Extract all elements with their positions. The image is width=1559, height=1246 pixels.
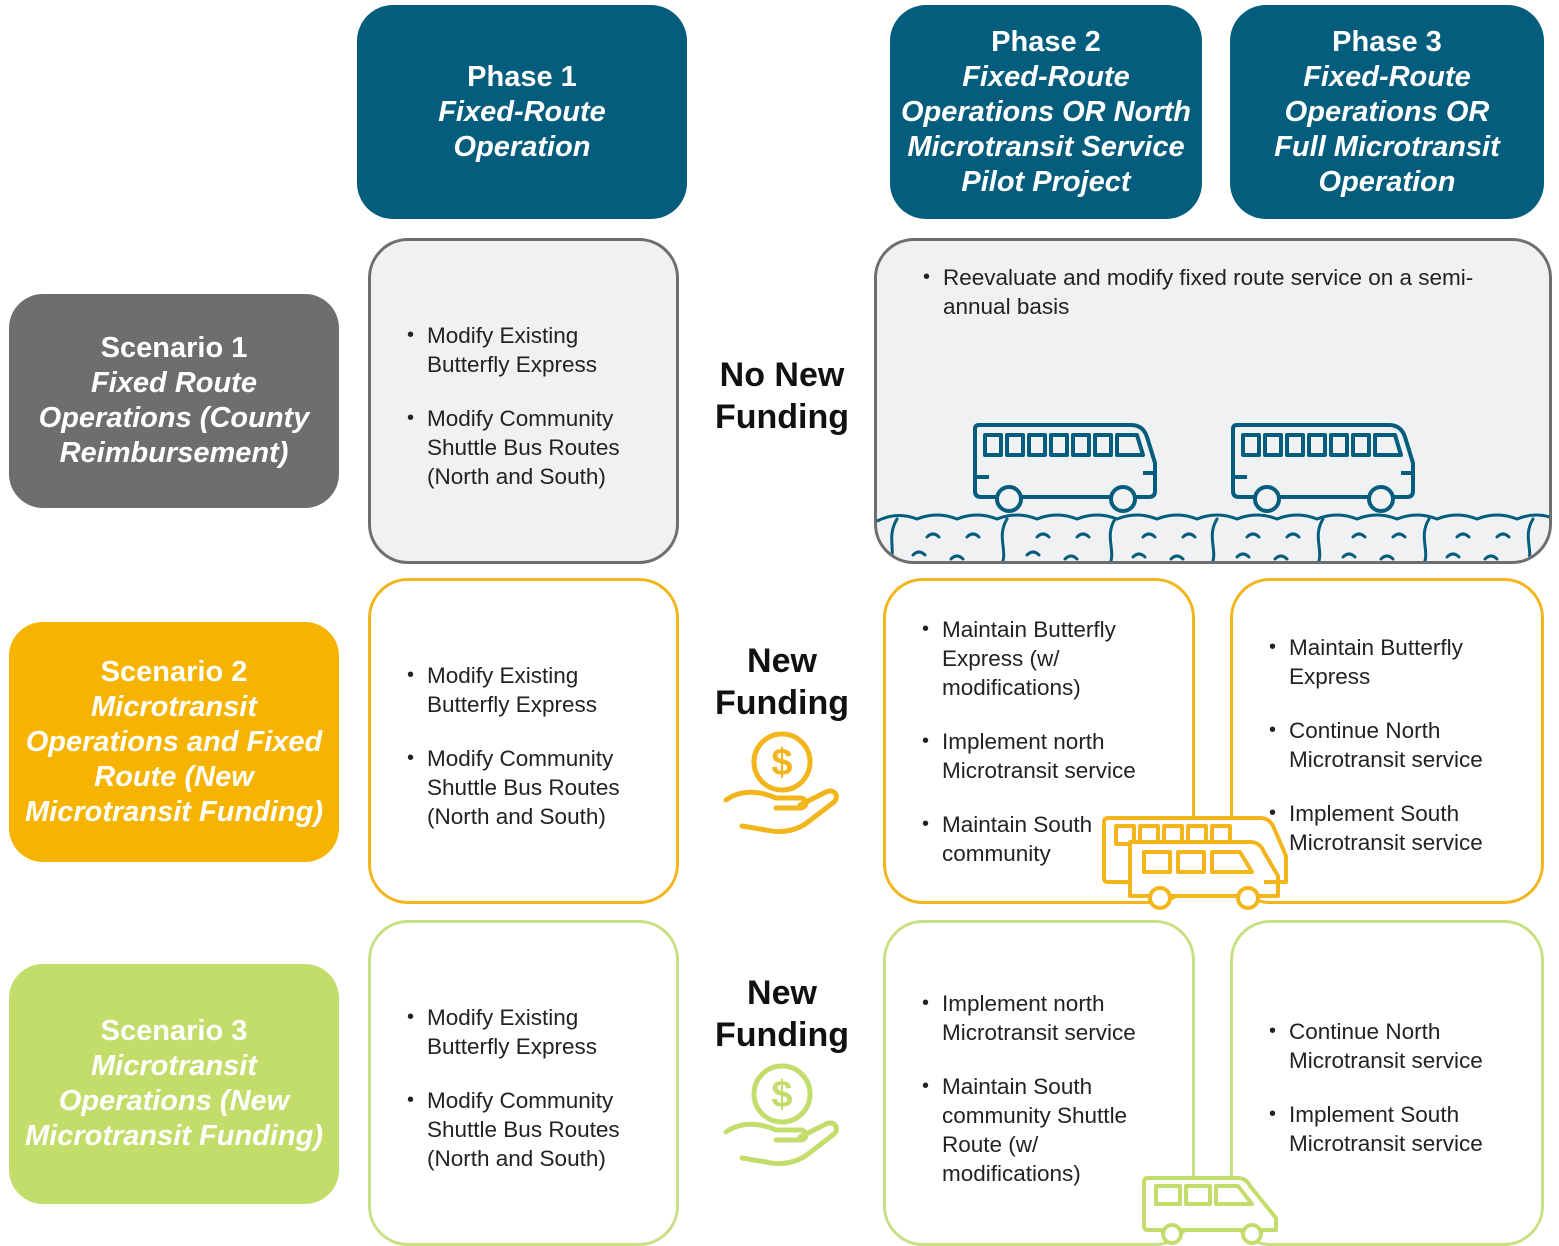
- phase-3-title: Phase 3: [1332, 25, 1442, 58]
- scenario-2-phase-2-list: Maintain Butterfly Express (w/ modificat…: [920, 615, 1170, 868]
- phase-1-header: Phase 1 Fixed-Route Operation: [357, 5, 687, 219]
- list-item: Implement South Microtransit service: [1267, 1100, 1527, 1158]
- scenario-2-subtitle: Microtransit Operations and Fixed Route …: [24, 690, 324, 828]
- funding-label-3: New Funding: [714, 974, 850, 1054]
- svg-text:$: $: [771, 742, 792, 784]
- van-icon: [1142, 1176, 1278, 1245]
- scenario-3-title: Scenario 3: [100, 1015, 248, 1047]
- list-item: Modify Community Shuttle Bus Routes (Nor…: [405, 404, 665, 491]
- scenario-1-phase-1-box: Modify Existing Butterfly Express Modify…: [368, 238, 679, 564]
- van-icon: [1102, 816, 1288, 910]
- scenario-1-label: Scenario 1 Fixed Route Operations (Count…: [9, 294, 339, 508]
- phase-3-subtitle: Fixed-Route Operations OR Full Microtran…: [1274, 60, 1500, 198]
- money-hand-icon: $: [723, 731, 839, 835]
- list-item: Implement north Microtransit service: [920, 989, 1170, 1047]
- list-item: Modify Existing Butterfly Express: [405, 661, 665, 719]
- list-item: Continue North Microtransit service: [1267, 1017, 1527, 1075]
- money-hand-icon: $: [723, 1063, 839, 1167]
- scenario-3-label: Scenario 3 Microtransit Operations (New …: [9, 964, 339, 1204]
- funding-label-2: New Funding: [714, 642, 850, 722]
- scenario-3-phase-1-box: Modify Existing Butterfly Express Modify…: [368, 920, 679, 1246]
- scenario-1-phase-2-3-list: Reevaluate and modify fixed route servic…: [921, 263, 1521, 321]
- list-item: Maintain South community Shuttle Route (…: [920, 1072, 1142, 1188]
- scenario-1-title: Scenario 1: [100, 332, 248, 364]
- scenario-2-label: Scenario 2 Microtransit Operations and F…: [9, 622, 339, 862]
- list-item: Maintain Butterfly Express (w/ modificat…: [920, 615, 1170, 702]
- svg-text:$: $: [771, 1074, 792, 1116]
- phase-2-header: Phase 2 Fixed-Route Operations OR North …: [890, 5, 1202, 219]
- scenario-3-subtitle: Microtransit Operations (New Microtransi…: [24, 1050, 324, 1152]
- funding-label-1: No New Funding: [714, 356, 850, 436]
- phase-2-subtitle: Fixed-Route Operations OR North Microtra…: [900, 60, 1191, 198]
- list-item: Implement north Microtransit service: [920, 727, 1170, 785]
- list-item: Modify Existing Butterfly Express: [405, 1003, 665, 1061]
- phase-1-title: Phase 1: [467, 60, 577, 93]
- scenario-1-subtitle: Fixed Route Operations (County Reimburse…: [38, 367, 310, 469]
- bus-icon: [973, 423, 1157, 513]
- scenario-3-phase-2-list: Implement north Microtransit service Mai…: [920, 989, 1170, 1188]
- list-item: Modify Community Shuttle Bus Routes (Nor…: [405, 1086, 665, 1173]
- scenario-2-phase-1-list: Modify Existing Butterfly Express Modify…: [405, 661, 665, 831]
- list-item: Implement South Microtransit service: [1267, 799, 1527, 857]
- list-item: Maintain Butterfly Express: [1267, 633, 1527, 691]
- scenario-1-phase-2-3-box: Reevaluate and modify fixed route servic…: [874, 238, 1552, 564]
- list-item: Modify Community Shuttle Bus Routes (Nor…: [405, 744, 665, 831]
- scenario-1-phase-1-list: Modify Existing Butterfly Express Modify…: [405, 321, 665, 491]
- scenario-2-phase-1-box: Modify Existing Butterfly Express Modify…: [368, 578, 679, 904]
- list-item: Maintain South community: [920, 810, 1102, 868]
- phase-1-subtitle: Fixed-Route Operation: [438, 95, 606, 163]
- list-item: Continue North Microtransit service: [1267, 716, 1527, 774]
- phase-3-header: Phase 3 Fixed-Route Operations OR Full M…: [1230, 5, 1544, 219]
- shrub-icon: [877, 513, 1549, 561]
- bus-icon: [1231, 423, 1415, 513]
- scenario-3-phase-3-box: Continue North Microtransit service Impl…: [1230, 920, 1544, 1246]
- scenario-2-title: Scenario 2: [100, 655, 248, 688]
- phase-2-title: Phase 2: [991, 25, 1101, 58]
- scenario-2-phase-2-box: Maintain Butterfly Express (w/ modificat…: [883, 578, 1195, 904]
- scenario-2-phase-3-box: Maintain Butterfly Express Continue Nort…: [1230, 578, 1544, 904]
- list-item: Reevaluate and modify fixed route servic…: [921, 263, 1521, 321]
- scenario-2-phase-3-list: Maintain Butterfly Express Continue Nort…: [1267, 633, 1527, 857]
- list-item: Modify Existing Butterfly Express: [405, 321, 665, 379]
- scenario-3-phase-3-list: Continue North Microtransit service Impl…: [1267, 1017, 1527, 1158]
- scenario-3-phase-1-list: Modify Existing Butterfly Express Modify…: [405, 1003, 665, 1173]
